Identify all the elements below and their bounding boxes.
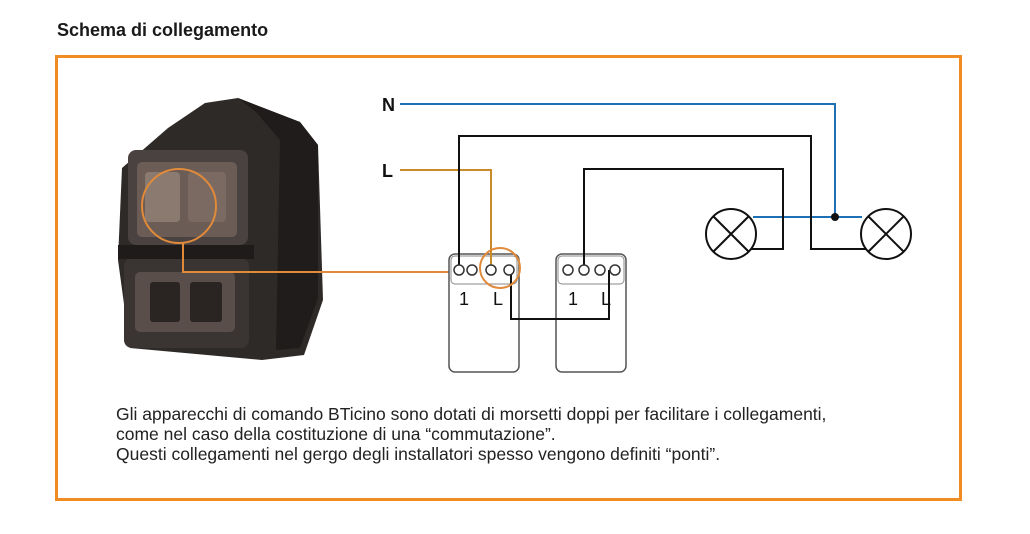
- diagram-frame: [55, 55, 962, 501]
- switch1-terminals: [453, 264, 515, 276]
- live-label: L: [382, 161, 393, 181]
- bridge-wire: [510, 270, 610, 320]
- caption-line-2: come nel caso della costituzione di una …: [116, 424, 556, 444]
- lamp-2-icon: [860, 208, 912, 260]
- terminal-highlight-circle-switch: [479, 247, 521, 289]
- caption-line-3: Questi collegamenti nel gergo degli inst…: [116, 444, 721, 464]
- caption-text: Gli apparecchi di comando BTicino sono d…: [116, 404, 976, 464]
- terminal-highlight-circle-photo: [141, 168, 217, 244]
- neutral-junction-dot: [831, 213, 839, 221]
- neutral-label: N: [382, 95, 395, 115]
- switch2-traveller-wire: [583, 168, 784, 268]
- lamp-1-icon: [705, 208, 757, 260]
- switch2-live-label: L: [601, 289, 611, 309]
- switch2-common-label: 1: [568, 289, 578, 309]
- switch2-terminals: [562, 264, 621, 276]
- switch1-traveller-wire: [458, 135, 887, 268]
- diagram-title: Schema di collegamento: [57, 20, 269, 40]
- switch-1: [448, 253, 520, 373]
- switch1-live-label: L: [493, 289, 503, 309]
- callout-line: [182, 243, 452, 273]
- caption-line-1: Gli apparecchi di comando BTicino sono d…: [116, 404, 827, 424]
- neutral-wire: [400, 103, 836, 218]
- switch-device-photo: [118, 98, 323, 360]
- live-wire: [400, 169, 492, 268]
- switch1-common-label: 1: [459, 289, 469, 309]
